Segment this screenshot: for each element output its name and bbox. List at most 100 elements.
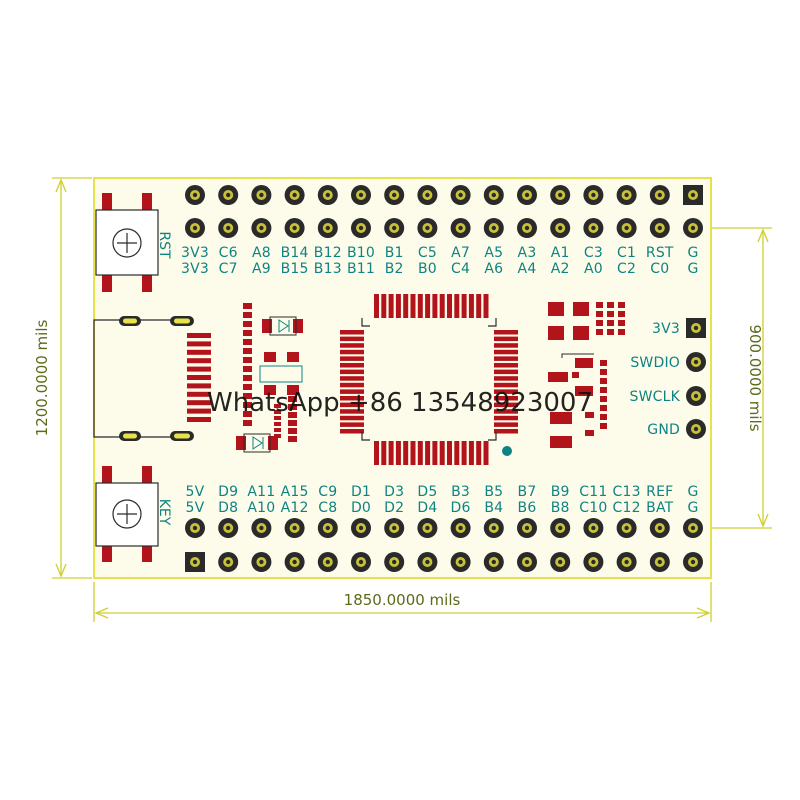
bottom-label-row2: D0 (351, 500, 371, 516)
header-pad (417, 518, 438, 538)
header-pad (218, 218, 239, 238)
bottom-label-row2: D8 (218, 500, 238, 516)
header-pad (351, 218, 371, 238)
header-pad (284, 218, 305, 238)
header-pad (384, 185, 405, 205)
bottom-label-row1: C9 (318, 484, 337, 500)
watermark-text: WhatsApp +86 13548923007 (207, 388, 593, 418)
bottom-label-row1: 5V (186, 484, 205, 500)
top-label-row2: 3V3 (181, 261, 209, 277)
rst-button-footprint (95, 193, 159, 292)
header-pad (649, 552, 670, 572)
bottom-label-row2: C8 (318, 500, 337, 516)
header-pad (683, 552, 703, 572)
header-pad (550, 518, 571, 538)
header-pad (450, 552, 471, 572)
header-pad (517, 185, 537, 205)
bottom-label-row1: B7 (518, 484, 537, 500)
header-pad (517, 218, 537, 238)
header-pad (483, 218, 504, 238)
bottom-label-row2: B4 (484, 500, 503, 516)
header-pad (185, 518, 205, 538)
top-label-row2: B11 (347, 261, 375, 277)
top-label-row2: C0 (650, 261, 669, 277)
bottom-label-row2: A10 (247, 500, 275, 516)
header-pad (483, 518, 504, 538)
top-label-row1: A7 (451, 245, 470, 261)
bottom-label-row1: D1 (351, 484, 371, 500)
top-label-row1: C3 (584, 245, 603, 261)
header-pad (284, 552, 305, 572)
bottom-label-row2: D6 (451, 500, 471, 516)
header-pad (483, 185, 504, 205)
header-pad (384, 552, 405, 572)
header-pad (649, 518, 670, 538)
right-dimension-label: 900.0000 mils (746, 324, 764, 431)
header-pad (317, 218, 338, 238)
width-dimension-label: 1850.0000 mils (344, 591, 461, 609)
header-pad (517, 552, 537, 572)
passive-components-right (548, 302, 625, 448)
bottom-label-row1: C13 (612, 484, 640, 500)
bottom-label-row1: D9 (218, 484, 238, 500)
board-outline (93, 177, 712, 579)
header-pad (185, 218, 205, 238)
header-pad (583, 185, 604, 205)
header-pad (517, 518, 537, 538)
top-label-row2: B15 (281, 261, 309, 277)
top-label-row2: A6 (484, 261, 503, 277)
header-pad-square (185, 552, 205, 572)
bottom-label-row1: B9 (551, 484, 570, 500)
header-pad (450, 218, 471, 238)
header-pad (351, 185, 371, 205)
swd-pad (686, 386, 706, 406)
top-label-row2: C7 (219, 261, 238, 277)
top-label-row1: B1 (385, 245, 404, 261)
bottom-label-row1: G (687, 484, 698, 500)
swd-label: 3V3 (652, 321, 680, 337)
header-pad (218, 552, 239, 572)
top-label-row2: C2 (617, 261, 636, 277)
top-label-row2: A4 (518, 261, 537, 277)
header-pad (251, 185, 272, 205)
bottom-label-row2: C12 (612, 500, 640, 516)
header-pad (417, 185, 438, 205)
header-pad (284, 185, 305, 205)
header-pad (583, 218, 604, 238)
header-pad (583, 552, 604, 572)
pin1-marker (502, 446, 512, 456)
bottom-label-row1: A11 (247, 484, 275, 500)
top-label-row1: 3V3 (181, 245, 209, 261)
header-pad (649, 218, 670, 238)
top-label-row1: RST (646, 245, 674, 261)
header-pad (218, 185, 239, 205)
header-pad (251, 518, 272, 538)
header-pad (218, 518, 239, 538)
header-pad (417, 218, 438, 238)
bottom-label-row1: D5 (417, 484, 437, 500)
header-pad (384, 218, 405, 238)
header-pad (251, 552, 272, 572)
dimension-lines (52, 177, 772, 622)
header-pad (683, 218, 703, 238)
mcu-qfp-footprint (340, 294, 518, 465)
header-pad (683, 518, 703, 538)
bottom-header-row2 (185, 552, 703, 572)
rst-button-label: RST (156, 231, 172, 259)
header-pad (616, 218, 637, 238)
passive-components-left (236, 303, 303, 453)
header-pad (583, 518, 604, 538)
top-label-row1: B10 (347, 245, 375, 261)
header-pad (616, 185, 637, 205)
top-label-row1: C1 (617, 245, 636, 261)
height-dimension-label: 1200.0000 mils (33, 319, 51, 436)
header-pad-square (683, 185, 703, 205)
top-label-row2: C4 (451, 261, 470, 277)
header-pad (550, 185, 571, 205)
bottom-label-row2: C10 (579, 500, 607, 516)
header-pad (616, 518, 637, 538)
bottom-label-row1: REF (646, 484, 673, 500)
